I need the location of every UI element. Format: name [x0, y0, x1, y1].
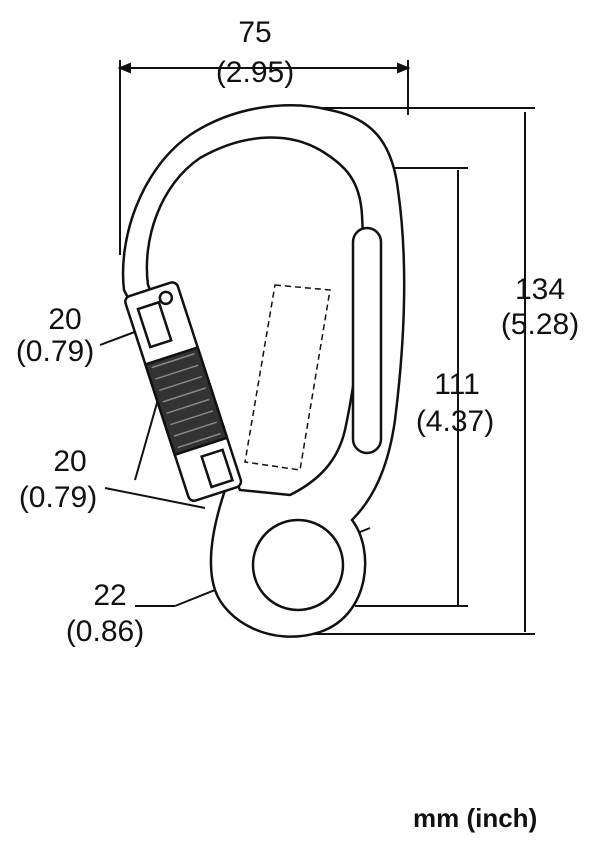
- overall-height-mm-label: 134: [514, 273, 566, 306]
- eye-diameter-mm-label: 22: [93, 579, 127, 612]
- gate-width-inch-label: (0.79): [15, 335, 95, 368]
- width-mm-label: 75: [238, 16, 272, 49]
- gate-width-mm-label: 20: [48, 303, 82, 336]
- inner-height-inch-label: (4.37): [415, 405, 495, 438]
- inner-height-mm-label: 111: [434, 368, 480, 401]
- locking-gate: [124, 281, 243, 503]
- carabiner-body: [121, 104, 406, 638]
- gate-opening-mm-label: 20: [53, 445, 87, 478]
- overall-height-inch-label: (5.28): [500, 308, 580, 341]
- width-inch-label: (2.95): [215, 56, 295, 89]
- units-label: mm (inch): [413, 803, 538, 833]
- gate-opening-inch-label: (0.79): [18, 481, 98, 514]
- eye-diameter-inch-label: (0.86): [65, 615, 145, 648]
- eye-hole: [251, 518, 345, 612]
